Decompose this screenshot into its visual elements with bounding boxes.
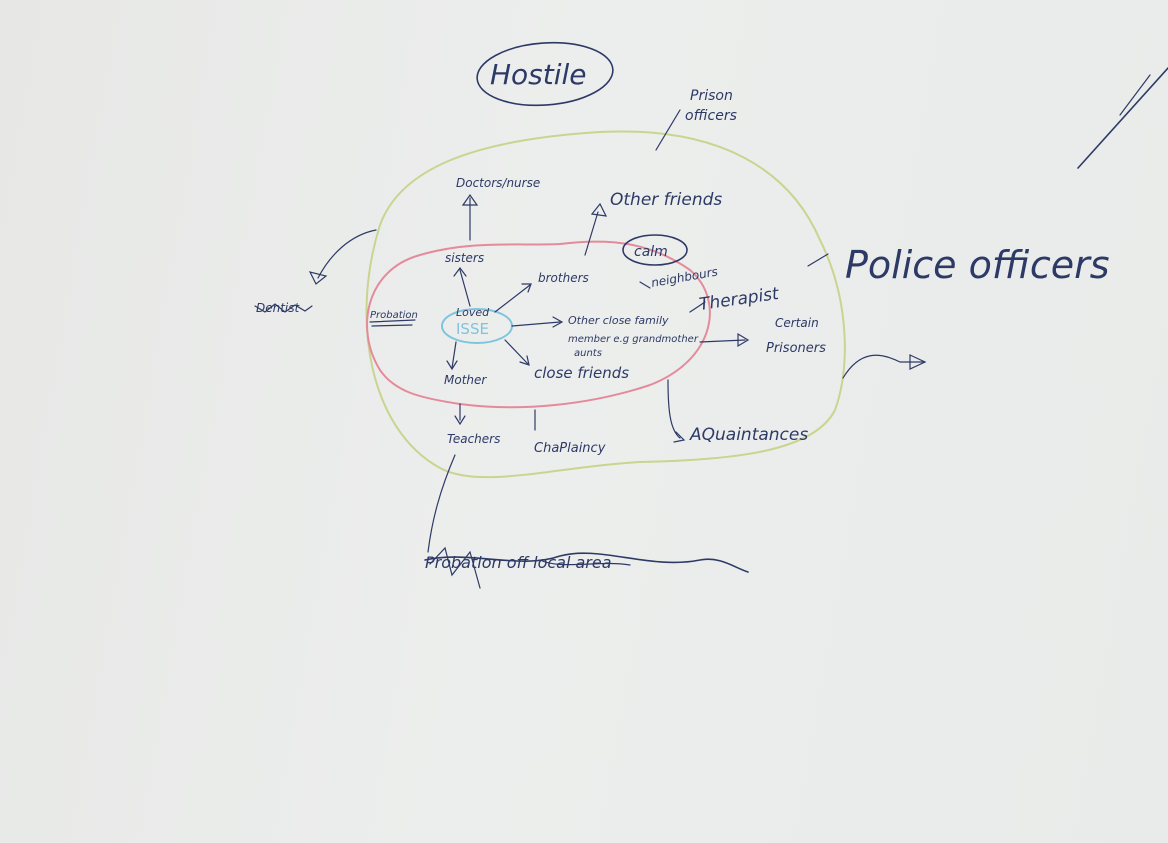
- label-police-officers: Police officers: [845, 243, 1110, 287]
- scribble-left: [254, 303, 313, 313]
- label-sisters: sisters: [445, 251, 484, 265]
- spokes: [446, 267, 564, 371]
- label-crossed-bottom: Probation off local area: [425, 553, 612, 572]
- right-exit-arrow: [842, 354, 926, 379]
- center-line2: ISSE: [456, 320, 489, 338]
- inner-ring: [366, 240, 711, 409]
- scribble-bottom-2: [429, 546, 631, 589]
- label-calm: calm: [634, 244, 668, 260]
- label-probation-inner: Probation: [370, 310, 418, 321]
- left-exit-arrow: [317, 229, 377, 279]
- label-acquaintances: AQuaintances: [689, 425, 808, 445]
- label-other-family-2: member e.g grandmother: [568, 334, 699, 345]
- strike-probation-inner: [369, 319, 416, 323]
- prison-connector: [655, 109, 681, 151]
- stray-pen-line: [1077, 67, 1168, 169]
- label-brothers: brothers: [538, 271, 589, 285]
- scribble-bottom: [424, 552, 749, 573]
- label-chaplaincy: ChaPlaincy: [534, 441, 606, 456]
- center-line1: Loved: [456, 306, 490, 319]
- label-therapist: Therapist: [698, 284, 781, 315]
- label-neighbours: neighbours: [650, 264, 719, 289]
- label-crossed-left: Dentist: [256, 301, 301, 315]
- label-prison: Prison: [690, 88, 733, 104]
- label-mother: Mother: [444, 373, 487, 387]
- label-doctors: Doctors/nurse: [456, 176, 540, 190]
- label-certain: Certain: [775, 316, 819, 330]
- label-officers: officers: [685, 108, 737, 124]
- bottom-connector: [427, 454, 456, 553]
- strike-probation-inner-2: [371, 324, 413, 327]
- left-exit-arrowhead: [308, 271, 328, 285]
- stray-pen-line-2: [1119, 74, 1151, 116]
- outer-connectors: [454, 193, 750, 443]
- right-exit-arrowhead: [909, 354, 927, 370]
- police-connector: [807, 253, 829, 267]
- label-teachers: Teachers: [447, 432, 500, 446]
- calm-loop: [622, 234, 688, 266]
- label-other-friends: Other friends: [610, 190, 722, 210]
- title-loop: [476, 41, 614, 107]
- label-other-family-3: aunts: [574, 348, 602, 359]
- title-group: Hostile: [476, 41, 614, 107]
- label-prisoners: Prisoners: [766, 341, 826, 356]
- title-text: Hostile: [490, 58, 587, 91]
- label-other-family-1: Other close family: [568, 314, 669, 327]
- label-close-friends: close friends: [534, 364, 629, 382]
- outer-ring: [365, 130, 846, 479]
